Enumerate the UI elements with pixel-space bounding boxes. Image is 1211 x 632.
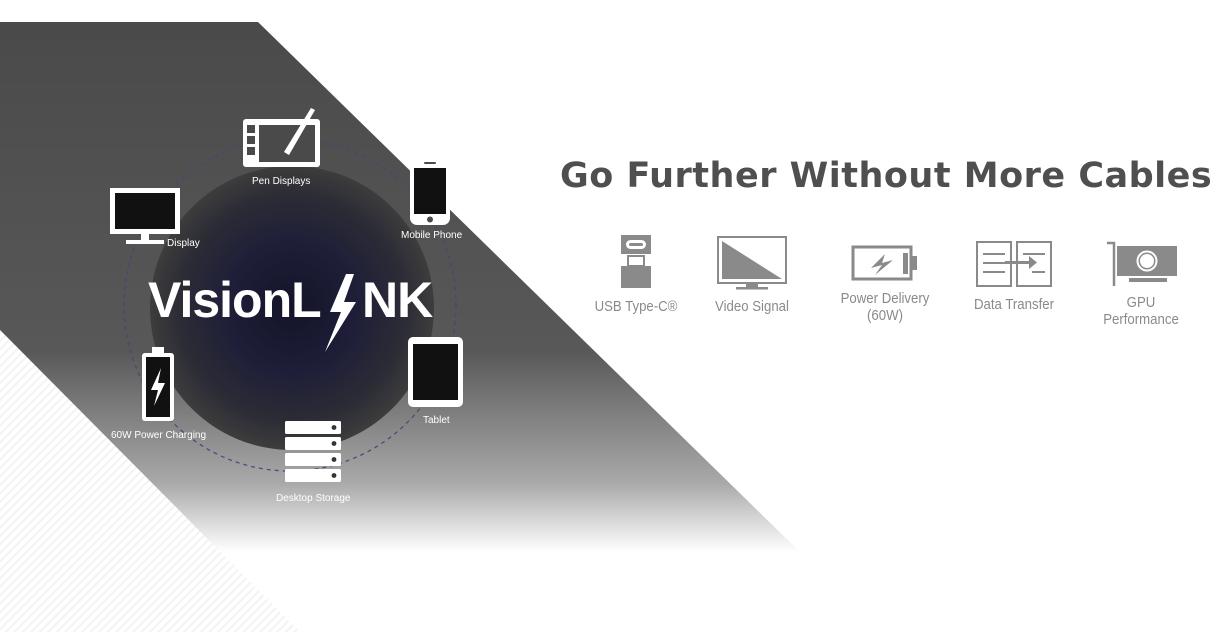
device-tablet: Tablet [406,336,468,430]
feature-power-delivery: Power Delivery (60W) [830,244,940,324]
feature-data-transfer: Data Transfer [959,240,1069,313]
data-transfer-icon [976,241,1052,287]
tablet-icon [408,337,463,407]
battery-charging-icon [142,347,174,421]
device-label: Tablet [423,415,450,426]
video-monitor-icon [717,236,787,290]
feature-label: Video Signal [715,298,789,315]
device-label: 60W Power Charging [111,430,207,441]
feature-label: GPU Performance [1103,294,1179,328]
visionlink-logo: VisionL NK [146,270,446,356]
gpu-card-icon [1107,241,1177,286]
feature-video-signal: Video Signal [697,236,807,315]
monitor-icon [110,188,180,244]
page-title: Go Further Without More Cables [560,156,1211,196]
device-label: Mobile Phone [401,230,463,241]
feature-label: Power Delivery (60W) [840,290,930,324]
feature-usb-type-c: USB Type-C® [581,234,691,315]
logo-text-right: NK [362,272,433,328]
storage-drive-icon [285,421,341,482]
power-battery-icon [851,245,917,281]
device-label: Desktop Storage [276,493,351,504]
device-power-charging: 60W Power Charging [108,346,228,444]
logo-text-left: VisionL [148,272,322,328]
smartphone-icon [410,159,450,225]
device-pen-displays: Pen Displays [240,104,330,190]
feature-gpu-performance: GPU Performance [1086,240,1196,328]
device-mobile-phone: Mobile Phone [398,158,468,244]
pen-tablet-icon [243,108,320,167]
device-desktop-storage: Desktop Storage [274,418,364,508]
device-label: Pen Displays [252,176,311,187]
lightning-bolt-icon [325,274,356,352]
feature-label: USB Type-C® [594,298,678,315]
feature-label: Data Transfer [974,296,1054,313]
device-label: Display [167,238,200,249]
device-display: Display [108,188,208,254]
usb-c-icon [621,235,651,288]
